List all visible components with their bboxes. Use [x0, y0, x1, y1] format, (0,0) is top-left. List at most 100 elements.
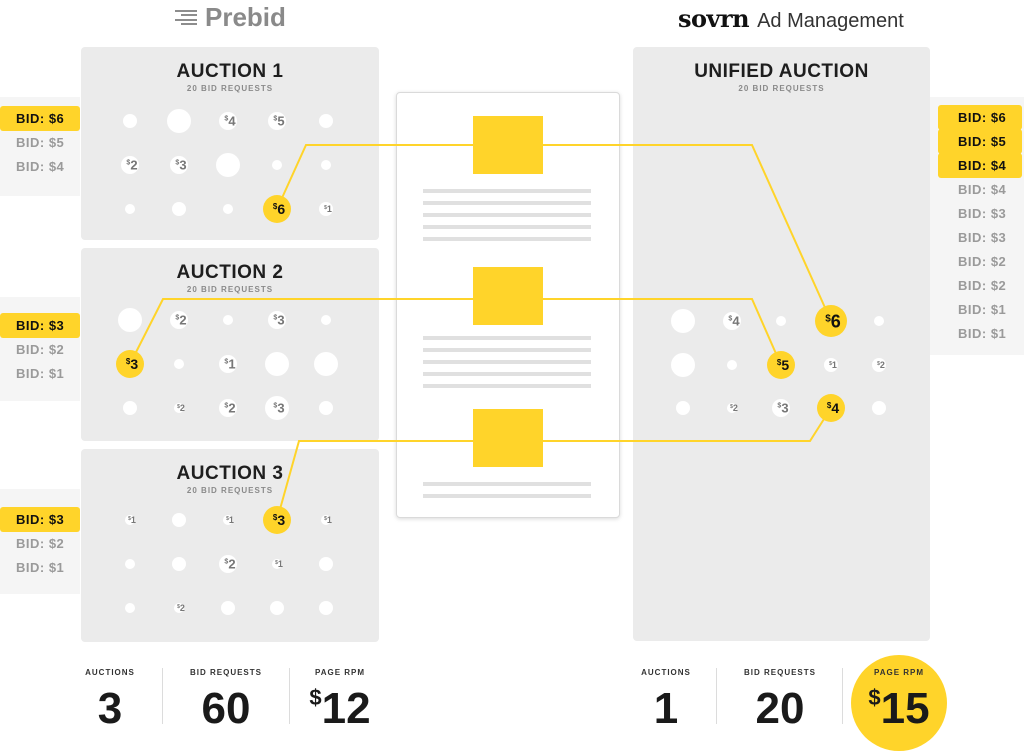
bid-node — [676, 401, 690, 415]
bid-list-auction-2: BID: $3 BID: $2 BID: $1 — [0, 297, 80, 401]
stat-value-page-rpm: $12 — [295, 684, 385, 734]
winning-bid-label: BID: $5 — [938, 129, 1022, 154]
ad-slot-3 — [473, 409, 543, 467]
bid-node-value: $6 — [273, 201, 285, 217]
stat-label-auctions: AUCTIONS — [85, 668, 135, 677]
bid-label: BID: $2 — [16, 342, 65, 357]
winning-bid-node — [815, 305, 847, 337]
winning-bid-node — [116, 350, 144, 378]
text-line — [423, 482, 591, 486]
bid-node — [172, 202, 186, 216]
bid-node-value: $2 — [224, 557, 235, 572]
bid-node — [223, 204, 233, 214]
bid-node — [219, 399, 237, 417]
stat-divider — [842, 668, 843, 724]
bid-node — [272, 559, 282, 569]
auction-3-subtitle: 20 BID REQUESTS — [186, 486, 274, 495]
bid-node-value: $6 — [825, 311, 841, 331]
bid-node — [125, 515, 135, 525]
winning-bid-node — [767, 351, 795, 379]
auction-1-subtitle: 20 BID REQUESTS — [186, 84, 274, 93]
bid-node-value: $5 — [777, 357, 789, 373]
bid-node — [219, 555, 237, 573]
bid-node — [174, 603, 184, 613]
bid-node-value: $3 — [273, 401, 284, 416]
bid-node-value: $1 — [128, 515, 136, 525]
bid-node — [671, 309, 695, 333]
bid-node — [268, 112, 286, 130]
bid-node — [123, 401, 137, 415]
currency-symbol: $ — [309, 685, 322, 710]
bid-label: BID: $1 — [16, 366, 65, 381]
auction-2-title: AUCTION 2 — [176, 262, 284, 283]
bid-label: BID: $3 — [958, 206, 1007, 221]
bid-node — [319, 601, 333, 615]
sovrn-logo: sovrn Ad Management — [678, 4, 904, 33]
bid-node-value: $2 — [730, 403, 738, 413]
text-line — [423, 348, 591, 352]
unified-rpm-highlight — [851, 655, 947, 751]
bid-node — [314, 352, 338, 376]
bid-node — [319, 202, 333, 216]
prebid-logo-icon — [175, 9, 197, 26]
bid-node — [167, 109, 191, 133]
bid-node — [270, 601, 284, 615]
ad-management-label: Ad Management — [757, 10, 904, 32]
bid-node-value: $3 — [273, 313, 284, 328]
auction-3-title: AUCTION 3 — [176, 463, 284, 484]
text-line — [423, 360, 591, 364]
bid-node — [824, 358, 838, 372]
bid-label: BID: $1 — [16, 560, 65, 575]
winning-bid-label: BID: $3 — [0, 507, 80, 532]
bid-node — [265, 396, 289, 420]
bid-label: BID: $1 — [958, 302, 1007, 317]
bid-connector-line — [129, 298, 782, 366]
bid-node — [319, 401, 333, 415]
bid-node — [272, 160, 282, 170]
stat-value-page-rpm: $15 — [855, 684, 943, 734]
bid-node-value: $2 — [175, 313, 186, 328]
prebid-label: Prebid — [205, 2, 286, 32]
unified-auction-title: UNIFIED AUCTION — [694, 61, 869, 82]
bid-label: BID: $3 — [958, 230, 1007, 245]
bid-node — [121, 156, 139, 174]
auction-2-subtitle: 20 BID REQUESTS — [186, 285, 274, 294]
text-line — [423, 201, 591, 205]
bid-node-value: $1 — [275, 559, 283, 569]
bid-label: BID: $2 — [958, 254, 1007, 269]
bid-node — [723, 312, 741, 330]
bid-label: BID: $2 — [16, 536, 65, 551]
rpm-amount: 12 — [321, 684, 371, 733]
winning-bid-label: BID: $3 — [0, 313, 80, 338]
bid-node — [221, 601, 235, 615]
bid-node-value: $2 — [877, 360, 885, 370]
bid-node — [727, 360, 737, 370]
bid-node — [172, 557, 186, 571]
bid-node-value: $1 — [226, 515, 234, 525]
winning-bid-label: BID: $4 — [938, 153, 1022, 178]
stat-label-page-rpm: PAGE RPM — [873, 668, 925, 677]
bid-node — [123, 114, 137, 128]
bid-node — [172, 513, 186, 527]
stat-value-bid-requests: 60 — [201, 684, 251, 733]
text-line — [423, 384, 591, 388]
bid-node-value: $2 — [126, 158, 137, 173]
stat-divider — [162, 668, 163, 724]
currency-symbol: $ — [868, 685, 881, 710]
text-line — [423, 372, 591, 376]
winning-bid-label: BID: $6 — [0, 106, 80, 131]
bid-label: BID: $5 — [16, 135, 65, 150]
bid-node — [125, 559, 135, 569]
bid-node — [872, 401, 886, 415]
stat-label-auctions: AUCTIONS — [641, 668, 691, 677]
bid-label: BID: $1 — [958, 326, 1007, 341]
text-line — [423, 336, 591, 340]
bid-node — [772, 399, 790, 417]
text-line — [423, 237, 591, 241]
text-line — [423, 225, 591, 229]
bid-node-value: $2 — [177, 603, 185, 613]
bid-node-value: $4 — [728, 314, 740, 329]
winning-bid-node — [817, 394, 845, 422]
